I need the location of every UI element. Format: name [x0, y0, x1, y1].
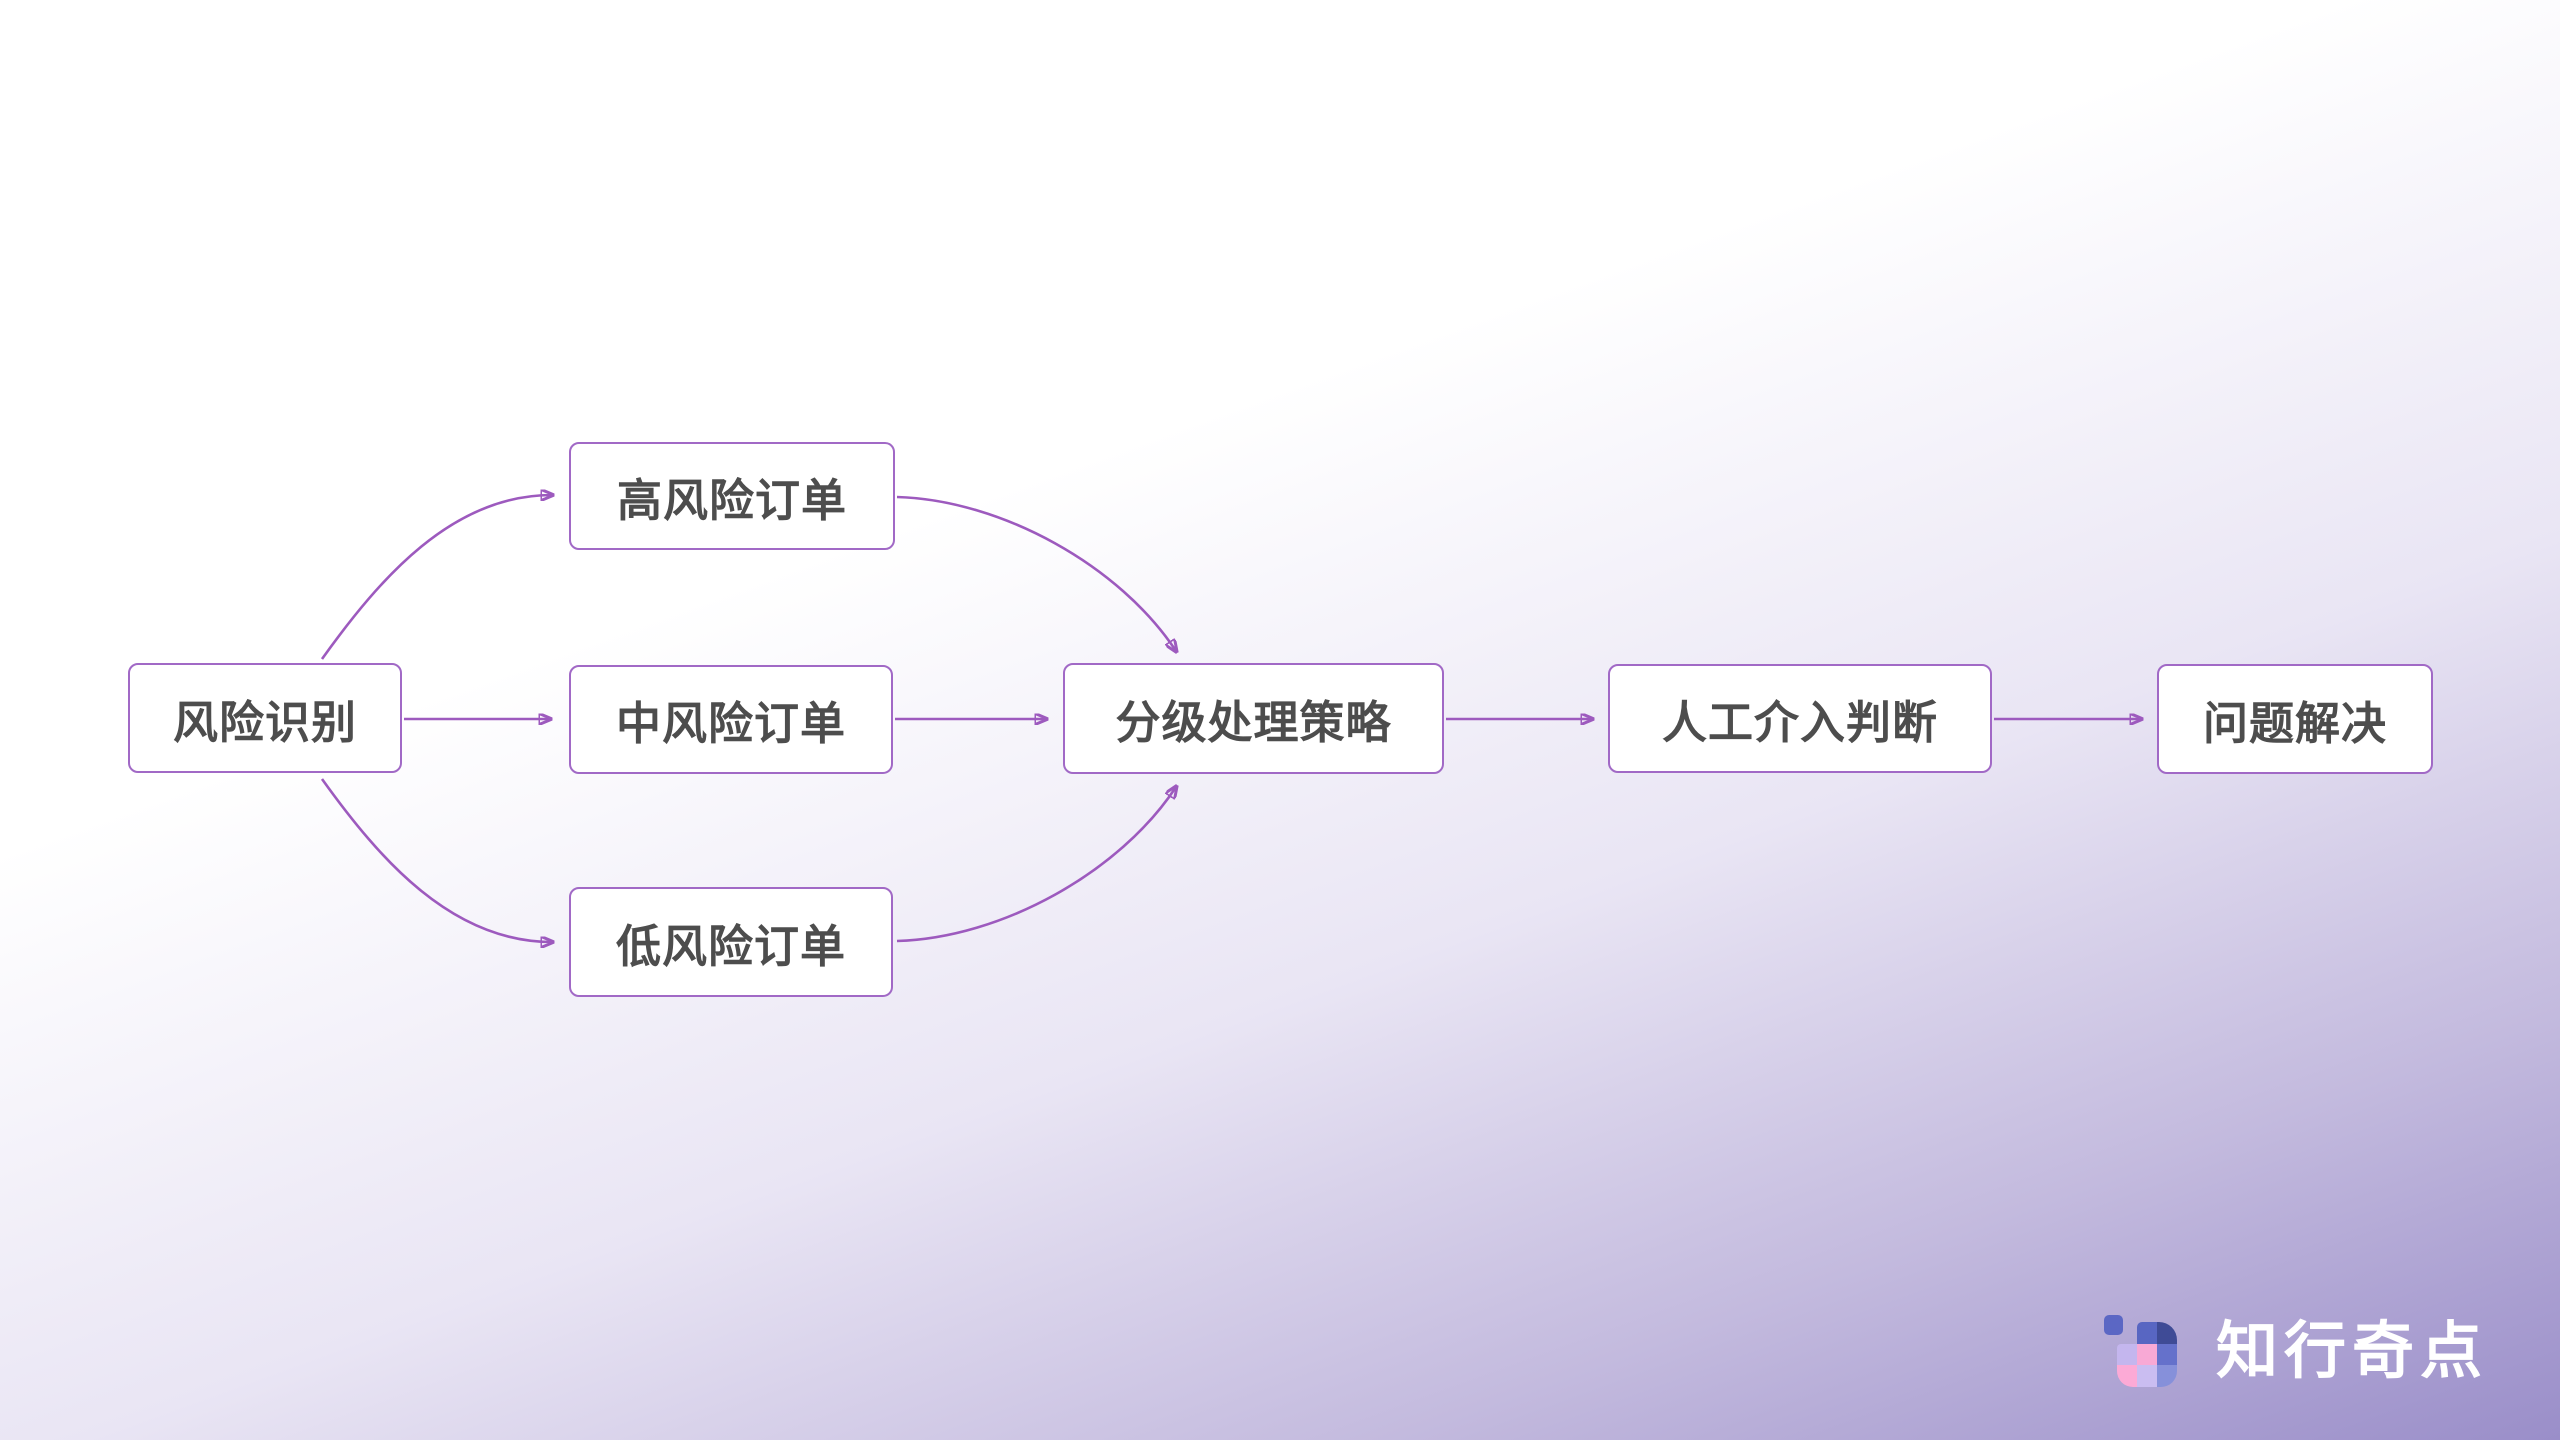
grid-logo-icon — [2104, 1313, 2180, 1390]
edge-high-risk-to-strategy — [896, 495, 1176, 651]
node-problem-resolved: 问题解决 — [2157, 664, 2433, 774]
brand-name: 知行奇点 — [2216, 1317, 2489, 1386]
logo-detached-square — [2104, 1315, 2123, 1335]
node-high-risk-order: 高风险订单 — [569, 442, 895, 550]
edge-risk-to-high-risk — [320, 495, 552, 660]
node-risk-identification: 风险识别 — [128, 663, 402, 773]
node-tiered-handling-strategy: 分级处理策略 — [1063, 663, 1444, 774]
edge-risk-to-low-risk — [320, 778, 552, 942]
node-manual-review-judgment: 人工介入判断 — [1608, 664, 1992, 773]
node-low-risk-order: 低风险订单 — [569, 887, 893, 997]
node-medium-risk-order: 中风险订单 — [569, 665, 893, 774]
brand-watermark: 知行奇点 — [2104, 1313, 2488, 1390]
edge-low-risk-to-strategy — [896, 787, 1176, 943]
logo-grid — [2117, 1322, 2177, 1387]
